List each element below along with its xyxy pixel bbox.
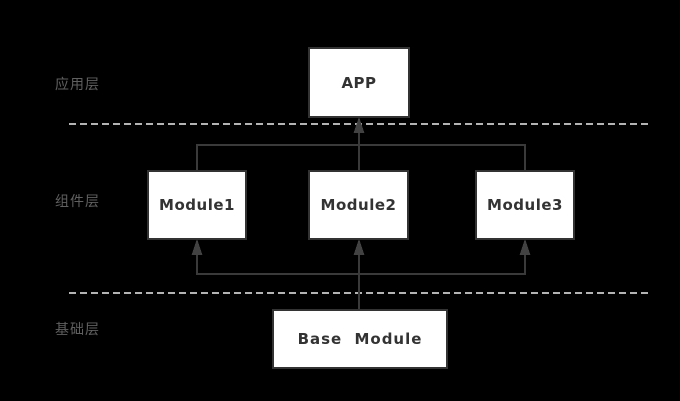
node-module1-label: Module1	[159, 196, 235, 214]
arrowhead-into-module1	[191, 239, 203, 255]
node-base-module: Base Module	[272, 309, 448, 369]
node-module3: Module3	[475, 170, 575, 240]
edge-base-to-modules	[196, 253, 526, 275]
node-module2-label: Module2	[320, 196, 397, 214]
arrowhead-into-app	[353, 117, 365, 133]
layer-label-application: 应用层	[55, 77, 100, 93]
arrowhead-into-module3	[519, 239, 531, 255]
edge-modules-to-app	[196, 144, 526, 170]
layer-label-component: 组件层	[55, 194, 100, 210]
node-base-module-label: Base Module	[297, 330, 423, 348]
arrowhead-into-module2	[353, 239, 365, 255]
node-module1: Module1	[147, 170, 247, 240]
node-module3-label: Module3	[487, 196, 563, 214]
node-module2: Module2	[308, 170, 409, 240]
layer-label-base: 基础层	[55, 322, 100, 338]
node-app: APP	[308, 47, 410, 118]
node-app-label: APP	[341, 73, 377, 92]
